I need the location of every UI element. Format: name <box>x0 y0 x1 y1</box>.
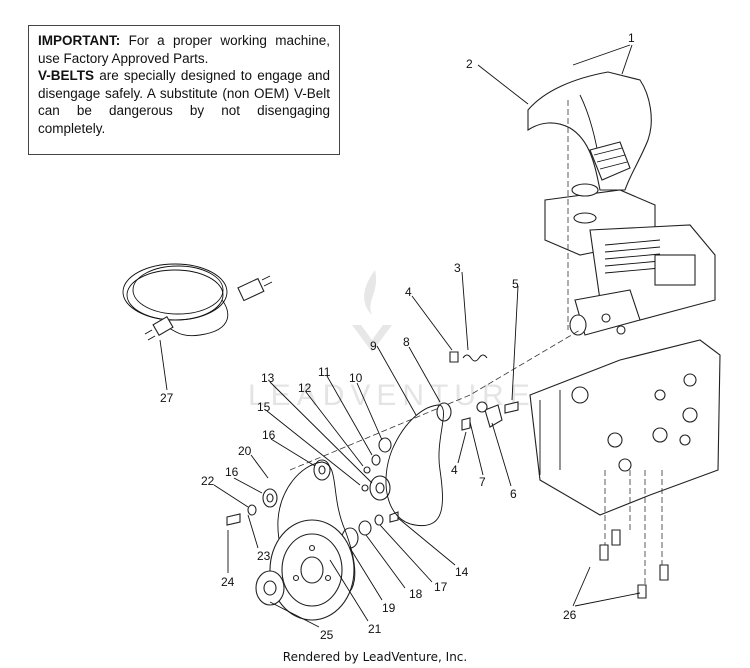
footer-credit: Rendered by LeadVenture, Inc. <box>282 650 468 664</box>
callout-24: 24 <box>221 575 235 589</box>
callout-21: 21 <box>368 622 382 636</box>
callout-10: 10 <box>349 371 363 385</box>
callout-7: 7 <box>479 475 486 489</box>
callout-labels: 1 2 3 4 5 8 9 10 11 12 13 15 16 20 16 22… <box>160 31 635 642</box>
callout-6: 6 <box>510 487 517 501</box>
callout-26: 26 <box>563 608 577 622</box>
callout-27: 27 <box>160 391 174 405</box>
extension-cord-27 <box>122 263 273 341</box>
notice-important-heading: IMPORTANT: <box>38 33 121 48</box>
important-notice-box: IMPORTANT: For a proper working machine,… <box>28 25 340 155</box>
callout-1: 1 <box>628 31 635 45</box>
watermark-logo <box>352 270 392 352</box>
leader-lines <box>159 44 641 628</box>
callout-4-upper: 4 <box>405 285 412 299</box>
callout-5: 5 <box>512 277 519 291</box>
callout-20: 20 <box>238 444 252 458</box>
callout-16-lower: 16 <box>225 465 239 479</box>
bolts-26 <box>599 529 669 599</box>
callout-13: 13 <box>261 371 275 385</box>
hardware-parts <box>226 351 519 549</box>
callout-23: 23 <box>257 549 271 563</box>
callout-25: 25 <box>320 628 334 642</box>
centerline-shaft <box>289 329 581 471</box>
v-belt-9 <box>385 404 444 527</box>
callout-4-lower: 4 <box>451 463 458 477</box>
centerline-bolts <box>604 470 663 590</box>
callout-11: 11 <box>318 365 331 379</box>
callout-19: 19 <box>382 601 396 615</box>
pulley-25 <box>255 570 285 606</box>
callout-17: 17 <box>434 580 448 594</box>
callout-9: 9 <box>370 339 377 353</box>
callout-14: 14 <box>455 565 469 579</box>
callout-18: 18 <box>409 587 423 601</box>
callout-22: 22 <box>201 474 215 488</box>
notice-vbelts-heading: V-BELTS <box>38 68 95 83</box>
notice-vbelts-text: are specially designed to engage and dis… <box>38 68 330 136</box>
callout-12: 12 <box>298 381 312 395</box>
notice-important-text: For a proper working machine, use Factor… <box>38 33 330 66</box>
callout-15: 15 <box>257 400 271 414</box>
callout-16-upper: 16 <box>262 428 276 442</box>
engine-assembly <box>527 71 716 336</box>
callout-3: 3 <box>454 261 461 275</box>
auger-pulley-21 <box>269 519 355 621</box>
callout-2: 2 <box>466 57 473 71</box>
frame-plate <box>529 339 721 516</box>
callout-8: 8 <box>403 335 410 349</box>
